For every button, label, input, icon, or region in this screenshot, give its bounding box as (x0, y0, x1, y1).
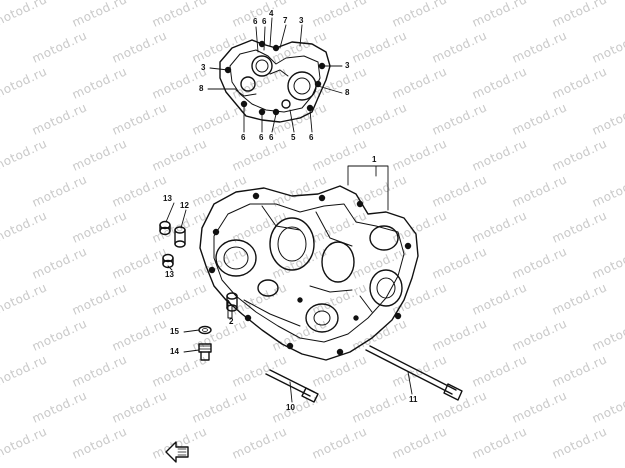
bolt-11 (365, 345, 463, 401)
callout-12: 12 (180, 201, 189, 210)
callout-6-bottom-b: 6 (259, 133, 264, 142)
callout-6-inset-b: 6 (262, 17, 267, 26)
callout-14: 14 (170, 347, 179, 356)
callout-6-inset-a: 6 (253, 17, 258, 26)
callout-15: 15 (170, 327, 179, 336)
callout-2: 2 (229, 317, 234, 326)
bolt-10 (265, 369, 319, 403)
callout-10: 10 (286, 403, 295, 412)
callout-8-right: 8 (345, 88, 350, 97)
callout-6-bottom-c: 6 (269, 133, 274, 142)
callout-5: 5 (291, 133, 296, 142)
callout-13-lower: 13 (165, 270, 174, 279)
callout-7: 7 (283, 16, 288, 25)
callout-4: 4 (269, 9, 274, 18)
crankcase-assembly (199, 185, 419, 361)
front-arrow-icon (165, 441, 189, 463)
callout-3-top: 3 (299, 16, 304, 25)
callout-13-upper: 13 (163, 194, 172, 203)
callout-6-bottom-d: 6 (309, 133, 314, 142)
callout-8-left: 8 (199, 84, 204, 93)
callout-6-bottom-a: 6 (241, 133, 246, 142)
callout-3-left: 3 (201, 63, 206, 72)
inset-crankcase-view (219, 39, 331, 123)
callout-3-right: 3 (345, 61, 350, 70)
small-parts-left (159, 220, 238, 361)
callout-1: 1 (372, 155, 377, 164)
callout-11: 11 (409, 395, 418, 404)
